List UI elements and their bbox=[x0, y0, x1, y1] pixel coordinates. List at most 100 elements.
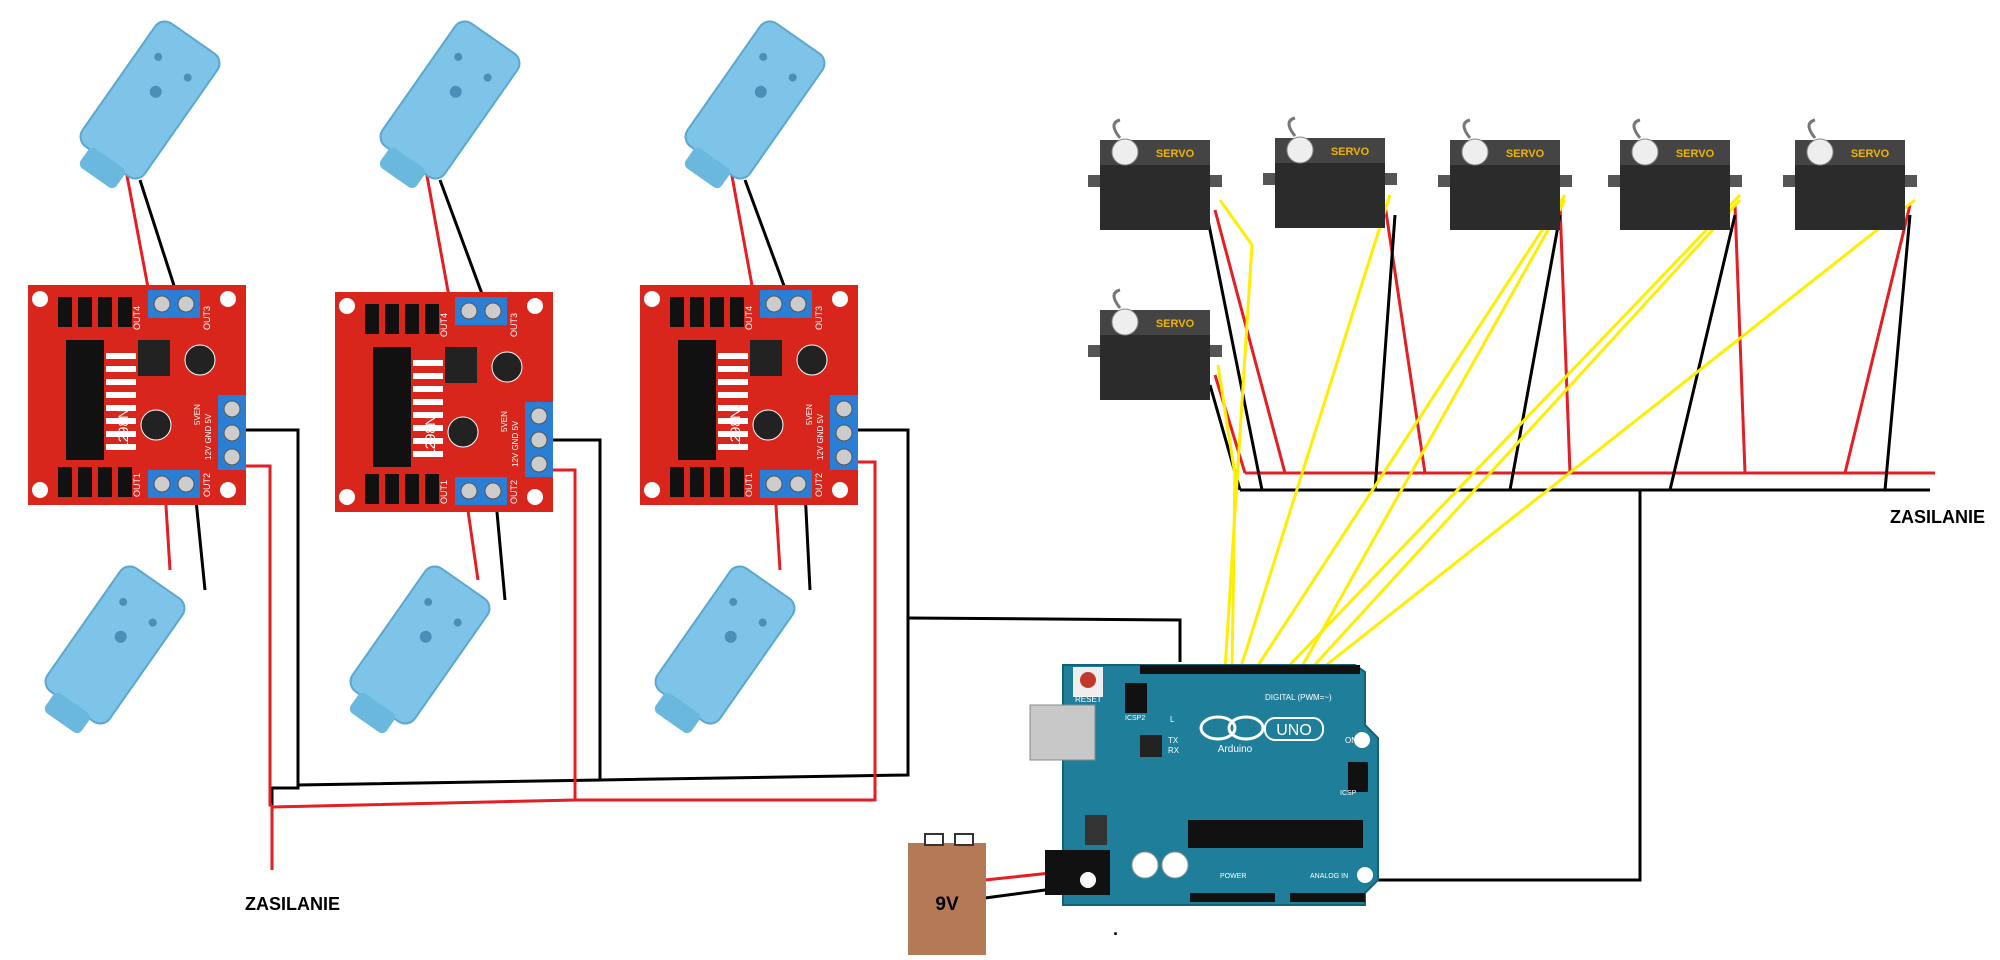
motor-shaft bbox=[149, 85, 162, 98]
analog-header bbox=[1290, 893, 1365, 902]
diode bbox=[405, 304, 419, 334]
chip-pin bbox=[106, 444, 136, 450]
gear-motor bbox=[379, 20, 521, 189]
dc-jack bbox=[1045, 850, 1110, 895]
motor-cap bbox=[379, 147, 425, 189]
motor-cap bbox=[349, 692, 395, 734]
capacitor bbox=[447, 416, 479, 448]
out2-label: OUT2 bbox=[814, 473, 824, 497]
terminal-screw bbox=[835, 424, 853, 442]
power-pins-label: 12V GND 5V bbox=[816, 413, 825, 460]
mount-hole bbox=[1357, 867, 1373, 883]
servo-label: SERVO bbox=[1156, 148, 1195, 160]
uno-label: UNO bbox=[1276, 722, 1312, 739]
diode bbox=[425, 304, 439, 334]
motor-hole bbox=[729, 597, 738, 606]
diode bbox=[58, 297, 72, 327]
led-tx-label: TX bbox=[1168, 736, 1179, 745]
out4-label: OUT4 bbox=[439, 313, 449, 337]
motor-hole bbox=[424, 597, 433, 606]
chip-pin bbox=[718, 431, 748, 437]
chip-pin bbox=[106, 431, 136, 437]
icsp-label: ICSP bbox=[1340, 790, 1357, 797]
servo-arm bbox=[1112, 118, 1122, 139]
led-l-label: L bbox=[1170, 715, 1175, 724]
chip-label: L298N bbox=[422, 416, 438, 457]
icsp2-label: ICSP2 bbox=[1125, 715, 1145, 722]
servo-horn bbox=[1111, 138, 1139, 166]
motor-hole bbox=[183, 73, 192, 82]
diode bbox=[78, 467, 92, 497]
mount-hole bbox=[220, 482, 236, 498]
motor-shaft bbox=[449, 85, 462, 98]
chip-pin bbox=[718, 379, 748, 385]
mount-hole bbox=[644, 482, 660, 498]
capacitor bbox=[796, 344, 828, 376]
servo-signal-wires bbox=[1216, 193, 1916, 672]
chip-pin bbox=[106, 353, 136, 359]
terminal-screw bbox=[177, 295, 195, 313]
motor-cap bbox=[79, 147, 125, 189]
wires bbox=[123, 164, 1935, 900]
out1-label: OUT1 bbox=[132, 473, 142, 497]
chip-pin bbox=[413, 373, 443, 379]
chip-pin bbox=[413, 451, 443, 457]
terminal-screw bbox=[484, 302, 502, 320]
gear-motor bbox=[79, 20, 221, 189]
motor-hole bbox=[154, 52, 163, 61]
digital-header-low bbox=[1240, 665, 1360, 674]
chip-pin bbox=[106, 392, 136, 398]
servo-label: SERVO bbox=[1506, 148, 1545, 160]
servo-horn bbox=[1111, 308, 1139, 336]
chip-pin bbox=[413, 386, 443, 392]
diode bbox=[710, 297, 724, 327]
diode bbox=[58, 467, 72, 497]
diode bbox=[365, 474, 379, 504]
out2-label: OUT2 bbox=[509, 480, 519, 504]
reset-button-cap bbox=[1080, 672, 1096, 688]
capacitor bbox=[1131, 851, 1159, 879]
atmega-chip bbox=[1188, 820, 1363, 848]
servo-label: SERVO bbox=[1851, 148, 1890, 160]
diode bbox=[690, 467, 704, 497]
servo-label: SERVO bbox=[1331, 146, 1370, 158]
terminal-screw bbox=[530, 455, 548, 473]
diode bbox=[118, 297, 132, 327]
chip-pin bbox=[106, 366, 136, 372]
power-pins-label: 12V GND 5V bbox=[204, 413, 213, 460]
servo: SERVO bbox=[1088, 118, 1222, 230]
servo-label: SERVO bbox=[1676, 148, 1715, 160]
terminal-screw bbox=[460, 302, 478, 320]
battery-9v: 9V bbox=[908, 833, 986, 955]
motor-hole bbox=[758, 618, 767, 627]
chip-pin bbox=[413, 412, 443, 418]
chip-pin bbox=[718, 444, 748, 450]
mount-hole bbox=[32, 291, 48, 307]
battery-body bbox=[908, 843, 986, 955]
terminal-screw bbox=[835, 400, 853, 418]
diode bbox=[385, 474, 399, 504]
mount-hole bbox=[339, 489, 355, 505]
icsp-header bbox=[1348, 762, 1368, 792]
terminal-screw bbox=[765, 295, 783, 313]
gear-motor bbox=[654, 565, 796, 734]
servo: SERVO bbox=[1088, 288, 1222, 400]
motor-shaft bbox=[724, 630, 737, 643]
mount-hole bbox=[1080, 872, 1096, 888]
out1-label: OUT1 bbox=[439, 480, 449, 504]
terminal-screw bbox=[789, 295, 807, 313]
chip-pin bbox=[413, 438, 443, 444]
arduino-brand-label: Arduino bbox=[1218, 744, 1253, 755]
diode bbox=[405, 474, 419, 504]
capacitor bbox=[491, 351, 523, 383]
terminal-screw bbox=[484, 482, 502, 500]
diode bbox=[670, 297, 684, 327]
servo: SERVO bbox=[1608, 118, 1742, 230]
capacitor bbox=[1161, 851, 1189, 879]
mount-hole bbox=[832, 482, 848, 498]
mount-hole bbox=[527, 298, 543, 314]
